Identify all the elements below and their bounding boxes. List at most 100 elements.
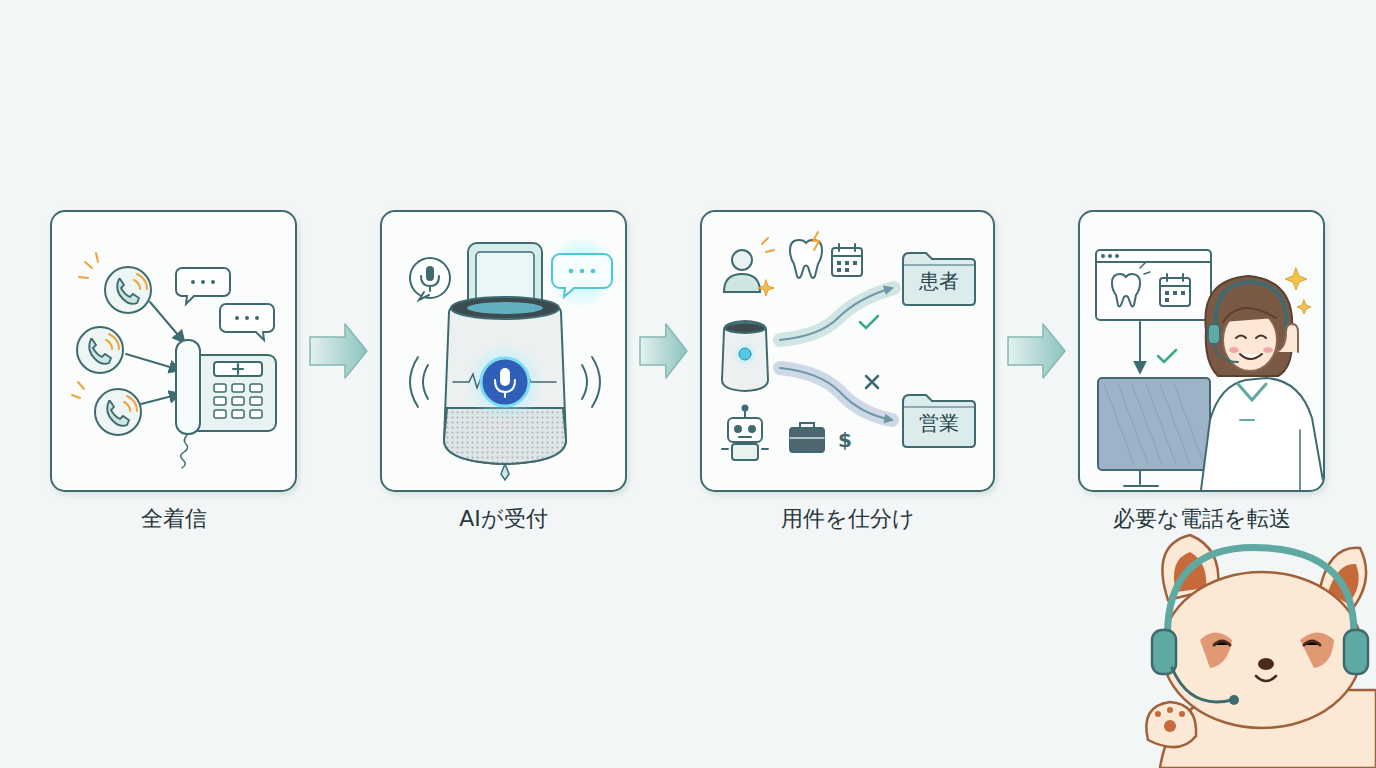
illustration-part (1140, 263, 1150, 274)
illustration-part (176, 268, 230, 304)
illustration-part (725, 323, 765, 333)
illustration-part (77, 267, 151, 435)
illustration-part (235, 316, 259, 320)
illustration-part (1096, 261, 1211, 263)
illustration-part (50, 210, 297, 492)
illustration-part (1256, 676, 1276, 681)
illustration-part (1165, 291, 1169, 295)
illustration-part (739, 348, 751, 360)
illustration-part (255, 316, 259, 320)
illustration-part (1139, 322, 1141, 372)
illustration-part (89, 339, 111, 364)
illustration-part (780, 288, 894, 340)
illustration-part (1258, 658, 1274, 670)
illustration-part (250, 410, 262, 418)
illustration-part (762, 238, 774, 252)
flow-arrow (1008, 324, 1065, 378)
illustration-part (124, 402, 130, 411)
illustration-part (1299, 430, 1301, 490)
illustration-part (1165, 298, 1169, 302)
illustration-part (96, 253, 98, 262)
illustration-part (481, 358, 529, 406)
illustration-part (79, 277, 88, 278)
illustration-part (211, 280, 215, 284)
step-label: 必要な電話を転送 (1113, 506, 1291, 532)
illustration-part (1096, 250, 1211, 320)
illustration-part (845, 261, 849, 265)
illustration-part (1167, 547, 1353, 655)
folder-label: 患者 (919, 269, 959, 293)
illustration-part (728, 418, 762, 442)
illustration-part (743, 406, 748, 411)
step-panel: 全着信 (50, 210, 297, 492)
illustration-part (451, 297, 559, 319)
ai-speaker-illustration (410, 236, 618, 480)
illustration-part (426, 266, 434, 281)
illustration-part (214, 397, 226, 405)
illustration-part (495, 380, 515, 397)
illustration-part (1344, 630, 1368, 674)
illustration-part (733, 342, 757, 366)
illustration-part (1229, 695, 1239, 705)
illustration-part (732, 444, 758, 460)
illustration-part (250, 384, 262, 392)
illustration-part (232, 397, 244, 405)
folder-label: 営業 (919, 411, 959, 435)
illustration-part (1173, 291, 1177, 295)
illustration-part (722, 448, 768, 450)
illustration-part (500, 368, 510, 386)
illustration-part (1158, 350, 1176, 362)
illustration-part (201, 280, 205, 284)
panel-ground (50, 210, 1325, 492)
illustration-part (837, 261, 857, 272)
illustration-part (1179, 711, 1185, 717)
illustration-part (1146, 702, 1196, 747)
illustration-part (1108, 254, 1112, 258)
illustration-part (546, 236, 618, 308)
folder-flap (904, 265, 974, 266)
illustration-part (232, 410, 244, 418)
illustration-part (1101, 254, 1105, 258)
illustration-part (444, 298, 566, 464)
illustration-part (89, 279, 139, 426)
illustration-part (1098, 378, 1323, 490)
step-label: 用件を仕分け (781, 506, 915, 532)
illustration-part (813, 232, 819, 250)
illustration-part (419, 292, 429, 300)
illustration-part (1297, 300, 1311, 314)
illustration-part (77, 327, 123, 373)
illustration-part (109, 334, 119, 349)
illustration-part (72, 395, 80, 398)
folder-flap (904, 407, 974, 408)
illustration-part (1214, 641, 1230, 645)
illustration-part (150, 302, 184, 342)
illustration-part (410, 258, 450, 298)
illustration-part (591, 269, 596, 274)
illustration-part (1285, 268, 1307, 290)
illustration-part (1172, 668, 1232, 702)
illustration-part (191, 280, 195, 284)
illustration-part (800, 423, 814, 428)
illustration-part (1155, 711, 1161, 717)
illustration-part (1200, 378, 1323, 490)
illustration-part (780, 368, 892, 420)
illustration-part (1162, 572, 1362, 728)
receptionist-illustration (1096, 250, 1326, 498)
illustration-part (1200, 633, 1232, 669)
illustration-part (569, 269, 596, 274)
illustration-part (1160, 278, 1190, 306)
illustration-part (141, 394, 180, 404)
illustration-part (790, 437, 824, 439)
illustration-part (137, 274, 147, 289)
illustration-part (105, 267, 151, 313)
flow-arrow (640, 324, 687, 378)
illustration-part (860, 316, 878, 328)
folder-shape (902, 250, 976, 306)
illustration-part (190, 355, 276, 431)
illustration-part (72, 253, 147, 411)
illustration-part (1167, 707, 1173, 713)
illustration-part (95, 389, 141, 435)
